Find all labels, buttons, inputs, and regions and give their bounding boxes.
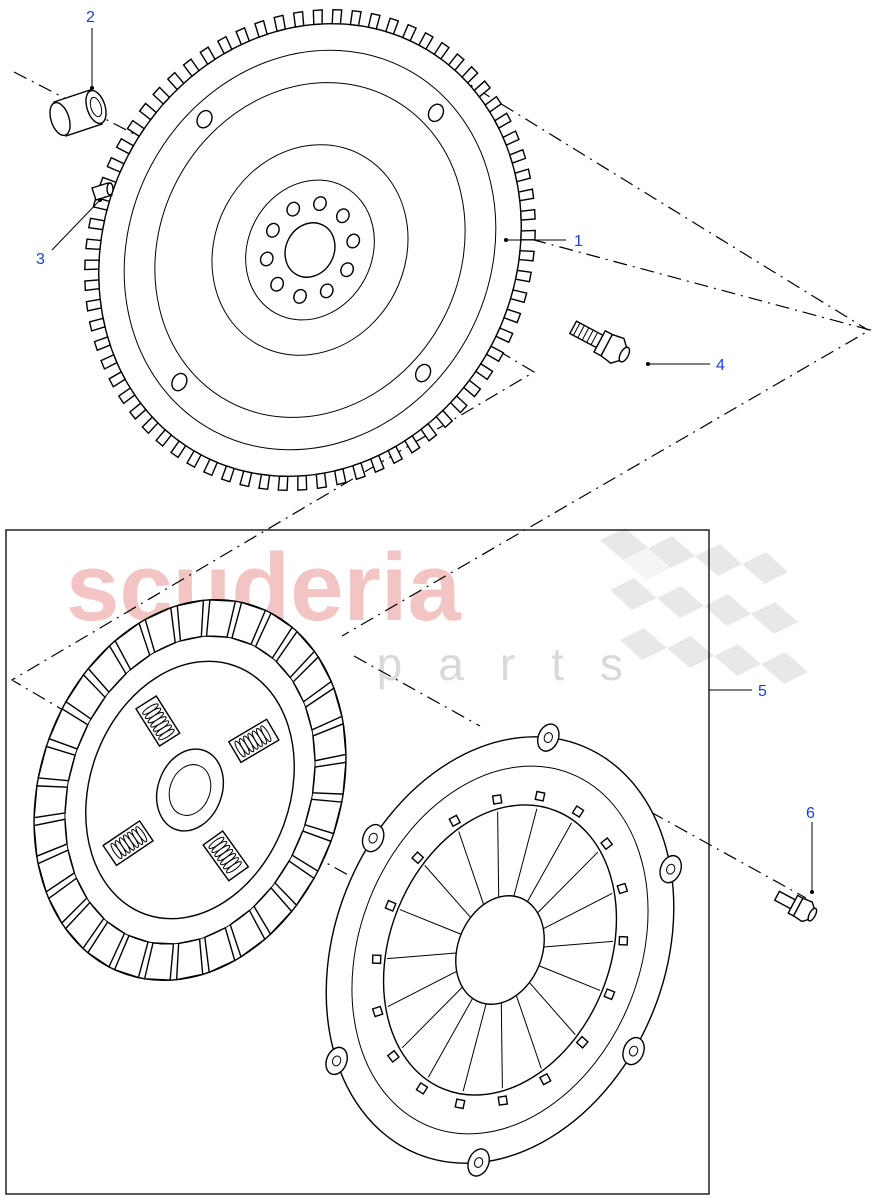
flywheel-bolt-holes: [259, 196, 361, 304]
flywheel-friction-face: [154, 82, 466, 418]
callout-3[interactable]: 3: [36, 251, 45, 268]
friction-pads: [33, 599, 347, 981]
diaphragm-fingers: [371, 790, 629, 1110]
cover-mounting-lugs: [325, 723, 683, 1177]
flywheel-bolt[interactable]: [567, 315, 635, 369]
cover-bolt[interactable]: [772, 886, 820, 926]
disc-hub: [155, 748, 225, 832]
watermark-checker-flag: [600, 528, 808, 684]
ring-gear-teeth: [84, 8, 536, 492]
release-bore: [455, 895, 545, 1005]
spigot-bearing[interactable]: [46, 88, 110, 138]
damper-springs: [102, 695, 280, 882]
flywheel[interactable]: [1, 0, 619, 570]
clutch-friction-disc[interactable]: [0, 555, 398, 1024]
callout-4[interactable]: 4: [716, 357, 725, 374]
callout-5[interactable]: 5: [758, 683, 767, 700]
callout-2[interactable]: 2: [86, 9, 95, 26]
flywheel-hub: [245, 179, 375, 321]
flywheel-dowel-lugs: [171, 103, 445, 392]
callout-1[interactable]: 1: [574, 233, 583, 250]
flywheel-center-bore: [284, 222, 336, 278]
callout-labels: 2 3 1 4 5 6: [36, 9, 815, 822]
dowel-pin[interactable]: [91, 182, 114, 201]
clutch-pressure-plate[interactable]: [260, 674, 745, 1200]
callout-6[interactable]: 6: [806, 805, 815, 822]
kit-frame: [5, 529, 710, 1195]
callout-leaders: [51, 28, 814, 894]
flywheel-inner-face: [211, 144, 409, 356]
